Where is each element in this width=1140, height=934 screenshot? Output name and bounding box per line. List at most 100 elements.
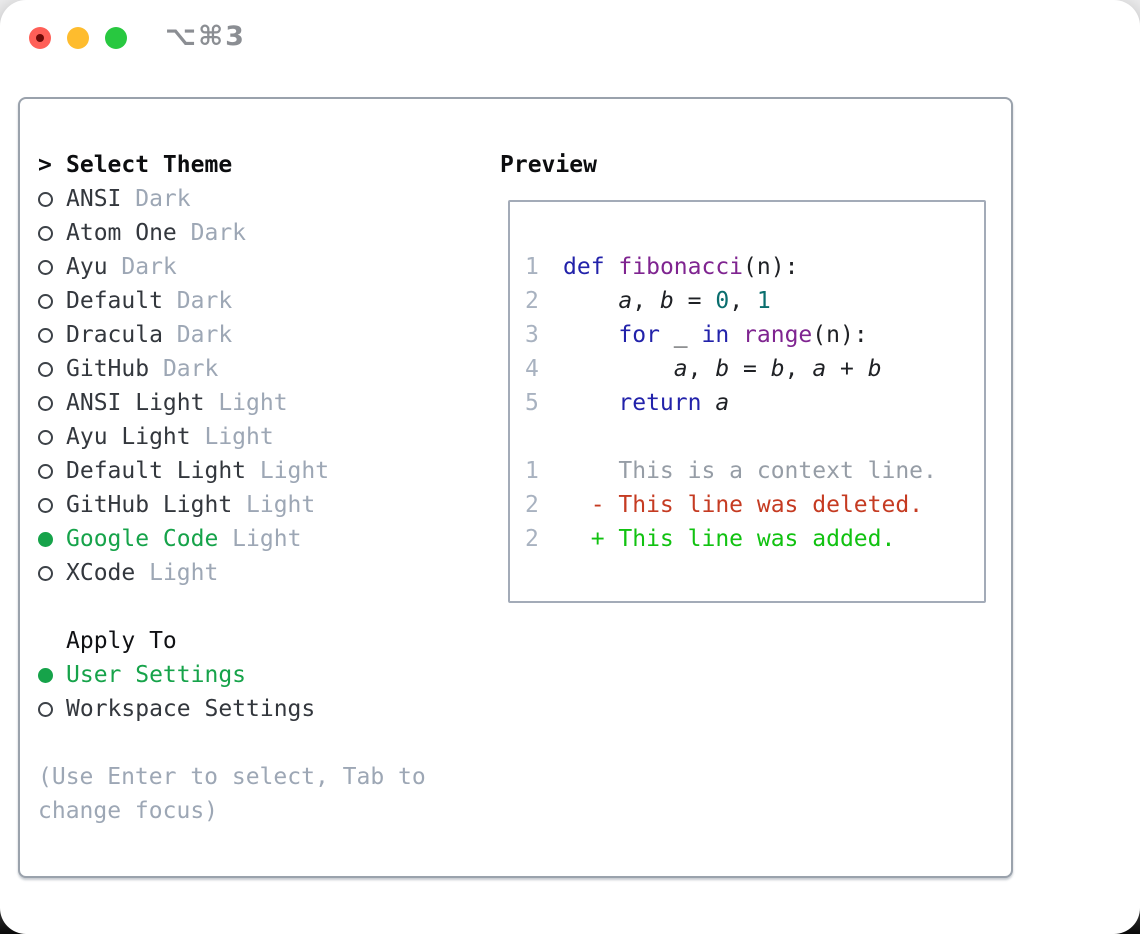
line-number: 2 [525,492,539,518]
zoom-button[interactable] [105,27,127,49]
apply-option-label: User Settings [66,662,247,688]
line-number: 2 [525,526,539,552]
code-token-pl: = [729,356,771,382]
line-number: 5 [525,390,539,416]
minimize-button[interactable] [67,27,89,49]
theme-name: GitHub [66,356,150,382]
theme-option[interactable]: Ayu Dark [38,250,426,284]
radio-icon [38,429,66,445]
help-text-line: change focus) [38,798,219,824]
theme-name: ANSI [66,186,122,212]
theme-variant: Dark [107,254,177,280]
theme-option[interactable]: Default Dark [38,284,426,318]
theme-option[interactable]: XCode Light [38,556,426,590]
radio-icon [38,361,66,377]
line-number: 2 [525,288,539,314]
line-number [525,420,563,454]
code-token-var: b [770,356,785,382]
theme-variant: Dark [162,322,233,348]
code-token-pl: _ [659,322,702,348]
theme-variant: Dark [162,288,233,314]
theme-option[interactable]: Ayu Light Light [38,420,426,454]
close-button[interactable] [29,27,51,49]
code-token-pl: = [673,288,716,314]
code-token-pl: + [826,356,868,382]
close-dot-icon [36,34,44,42]
apply-option[interactable]: User Settings [38,658,426,692]
theme-name: XCode [66,560,136,586]
theme-name: GitHub Light [66,492,233,518]
theme-variant: Light [246,458,330,484]
apply-option[interactable]: Workspace Settings [38,692,426,726]
code-token-var: b [715,356,730,382]
code-token-ctx: This is a context line. [563,458,937,484]
theme-option[interactable]: Google Code Light [38,522,426,556]
code-token-pl: (n): [812,322,868,348]
theme-option[interactable]: ANSI Dark [38,182,426,216]
theme-option[interactable]: Dracula Dark [38,318,426,352]
apply-to-title: Apply To [66,628,177,654]
theme-name: Dracula [66,322,163,348]
code-token-fn: fibonacci [618,254,744,280]
radio-icon [38,463,66,479]
theme-option[interactable]: ANSI Light Light [38,386,426,420]
theme-name: Default [66,288,163,314]
code-token-pl: , [632,288,660,314]
code-token-pl: , [784,356,813,382]
theme-option[interactable]: GitHub Light Light [38,488,426,522]
theme-option[interactable]: Atom One Dark [38,216,426,250]
selected-radio-icon [38,531,66,547]
code-token-kw: return [618,390,702,416]
code-token-var: a [618,288,633,314]
theme-variant: Dark [149,356,219,382]
code-token-pl: (n): [743,254,799,280]
radio-icon [38,293,66,309]
preview-line: 1 This is a context line. [525,454,969,488]
preview-line: 2 - This line was deleted. [525,488,969,522]
selected-radio-icon [38,667,66,683]
theme-name: Ayu [66,254,108,280]
radio-icon [38,565,66,581]
window-title-shortcut: ⌥⌘3 [165,21,246,52]
chevron-prompt-icon: > [38,152,52,178]
code-token-var: a [673,356,688,382]
theme-variant: Light [204,390,288,416]
theme-variant: Light [232,492,316,518]
theme-list-header: > Select Theme [38,148,426,182]
code-token-add: + This line was added. [563,526,896,552]
line-number: 4 [525,356,539,382]
theme-option[interactable]: GitHub Dark [38,352,426,386]
code-token-kw: in [701,322,730,348]
code-token-var: b [867,356,882,382]
radio-icon [38,497,66,513]
code-token-pl [563,386,618,420]
code-token-num: 0 [715,288,730,314]
code-token-fn: range [743,322,813,348]
line-number: 1 [525,458,539,484]
theme-variant: Light [135,560,219,586]
code-token-var: a [715,390,730,416]
theme-name: ANSI Light [66,390,205,416]
preview-line: 5 return a [525,386,969,420]
apply-option-label: Workspace Settings [66,696,316,722]
preview-line: 2 + This line was added. [525,522,969,556]
radio-icon [38,701,66,717]
preview-line: 3 for _ in range(n): [525,318,969,352]
radio-icon [38,395,66,411]
theme-list-title: Select Theme [66,152,233,178]
code-token-pl: , [687,356,716,382]
theme-option[interactable]: Default Light Light [38,454,426,488]
theme-name: Atom One [66,220,177,246]
help-text-line: (Use Enter to select, Tab to [38,764,426,790]
preview-title: Preview [500,152,597,178]
preview-line: 2 a, b = 0, 1 [525,284,969,318]
theme-name: Ayu Light [66,424,191,450]
code-token-pl [701,386,715,420]
radio-icon [38,259,66,275]
code-token-del: - This line was deleted. [563,492,924,518]
theme-variant: Light [218,526,302,552]
